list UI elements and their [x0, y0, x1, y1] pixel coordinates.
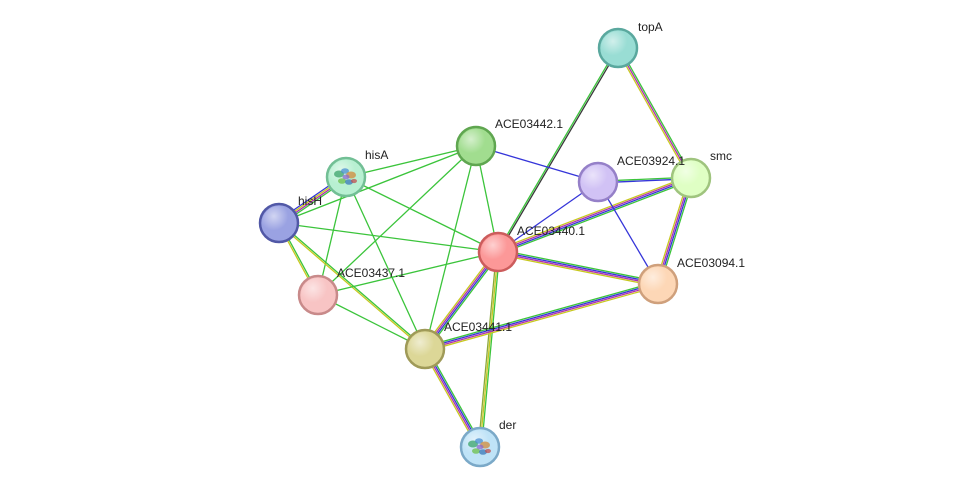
- node-ACE03440[interactable]: [477, 231, 519, 273]
- node-ACE03437[interactable]: [297, 274, 339, 316]
- edge-line-green: [317, 145, 477, 296]
- edge-line-blue: [498, 178, 692, 254]
- node-label-der: der: [499, 418, 516, 432]
- edge-line-green: [278, 145, 477, 224]
- edge-ACE03440-ACE03437[interactable]: [317, 251, 499, 296]
- structure-blob: [479, 449, 487, 455]
- edge-line-green: [279, 221, 426, 349]
- edge-ACE03924-ACE03440[interactable]: [497, 181, 599, 253]
- edge-line-black: [498, 48, 620, 253]
- edge-line-green: [278, 222, 499, 253]
- edge-line-yellow: [422, 250, 497, 348]
- node-label-smc: smc: [710, 149, 732, 163]
- edge-line-green: [345, 176, 499, 253]
- edge-line-green: [498, 249, 659, 283]
- node-highlight: [408, 332, 442, 366]
- structure-blob: [351, 178, 357, 184]
- node-label-topA: topA: [638, 20, 663, 34]
- edge-line-purple: [497, 176, 691, 252]
- edge-line-yellow: [425, 285, 659, 352]
- edge-line-yellow: [496, 175, 691, 251]
- edge-line-green: [345, 176, 426, 350]
- edge-ACE03442-hisH[interactable]: [278, 145, 477, 224]
- edge-ACE03440-ACE03094[interactable]: [497, 249, 659, 287]
- edge-line-purple: [425, 284, 659, 351]
- structure-blob: [341, 168, 349, 174]
- node-ACE03441[interactable]: [404, 328, 446, 370]
- node-highlight: [262, 206, 296, 240]
- node-highlight: [641, 267, 675, 301]
- node-topA[interactable]: [597, 27, 639, 69]
- edge-line-green: [496, 47, 618, 252]
- structure-blob: [342, 174, 350, 180]
- edge-line-yellow: [479, 251, 499, 448]
- structure-blob: [345, 179, 353, 185]
- node-label-ACE03437: ACE03437.1: [337, 266, 405, 280]
- edge-line-purple: [617, 47, 692, 179]
- node-hisA[interactable]: [325, 156, 367, 198]
- edge-line-purple: [497, 252, 658, 286]
- edge-line-yellow: [497, 253, 658, 287]
- edge-line-green: [480, 252, 501, 448]
- edge-hisA-ACE03441[interactable]: [345, 176, 426, 350]
- node-highlight: [601, 31, 635, 65]
- edge-line-blue: [497, 181, 599, 253]
- edge-ACE03441-ACE03094[interactable]: [424, 281, 659, 352]
- edge-hisH-ACE03440[interactable]: [278, 222, 499, 253]
- node-label-hisH: hisH: [298, 194, 322, 208]
- edge-hisA-ACE03440[interactable]: [345, 176, 499, 253]
- protein-structure-icon: [334, 168, 357, 185]
- edge-line-olive: [477, 251, 498, 447]
- edge-line-green: [424, 145, 477, 350]
- node-highlight: [301, 278, 335, 312]
- edge-line-green: [424, 281, 658, 348]
- labels-layer: topA smc ACE03924.1 ACE03442.1 hisA hisH ACE03…: [298, 20, 745, 432]
- edge-topA-smc[interactable]: [616, 46, 693, 180]
- edge-line-blue: [475, 145, 599, 183]
- structure-blob: [338, 178, 346, 184]
- node-label-hisA: hisA: [365, 148, 388, 162]
- edge-line-green: [317, 251, 499, 296]
- edge-ACE03440-der[interactable]: [477, 251, 501, 448]
- structure-blob: [475, 438, 483, 444]
- edge-ACE03442-ACE03441[interactable]: [424, 145, 477, 350]
- node-label-ACE03440: ACE03440.1: [517, 224, 585, 238]
- protein-structure-icon: [468, 438, 491, 455]
- structure-blob: [472, 448, 480, 454]
- node-ACE03442[interactable]: [455, 125, 497, 167]
- node-ACE03094[interactable]: [637, 263, 679, 305]
- node-highlight: [459, 129, 493, 163]
- edge-ACE03442-ACE03437[interactable]: [317, 145, 477, 296]
- edge-topA-ACE03440[interactable]: [496, 47, 620, 253]
- node-ACE03924[interactable]: [577, 161, 619, 203]
- node-der[interactable]: [459, 426, 501, 468]
- node-highlight: [581, 165, 615, 199]
- node-highlight: [481, 235, 515, 269]
- edge-line-green: [618, 46, 693, 178]
- structure-blob: [485, 448, 491, 454]
- edge-line-blue: [424, 282, 658, 349]
- edge-line-blue: [498, 250, 659, 284]
- node-hisH[interactable]: [258, 202, 300, 244]
- node-label-ACE03924: ACE03924.1: [617, 154, 685, 168]
- node-highlight: [674, 161, 708, 195]
- edge-line-green: [345, 145, 477, 178]
- node-smc[interactable]: [670, 157, 712, 199]
- edges-layer: [277, 46, 694, 449]
- node-label-ACE03442: ACE03442.1: [495, 117, 563, 131]
- edge-ACE03924-ACE03442[interactable]: [475, 145, 599, 183]
- edge-line-yellow: [616, 48, 691, 180]
- edge-ACE03442-hisA[interactable]: [345, 145, 477, 178]
- edge-line-green: [426, 253, 501, 351]
- nodes-layer: [258, 27, 712, 468]
- edge-smc-ACE03440[interactable]: [496, 175, 693, 255]
- node-label-ACE03094: ACE03094.1: [677, 256, 745, 270]
- node-label-ACE03441: ACE03441.1: [444, 320, 512, 334]
- structure-blob: [476, 444, 484, 450]
- edge-line-green: [498, 179, 693, 255]
